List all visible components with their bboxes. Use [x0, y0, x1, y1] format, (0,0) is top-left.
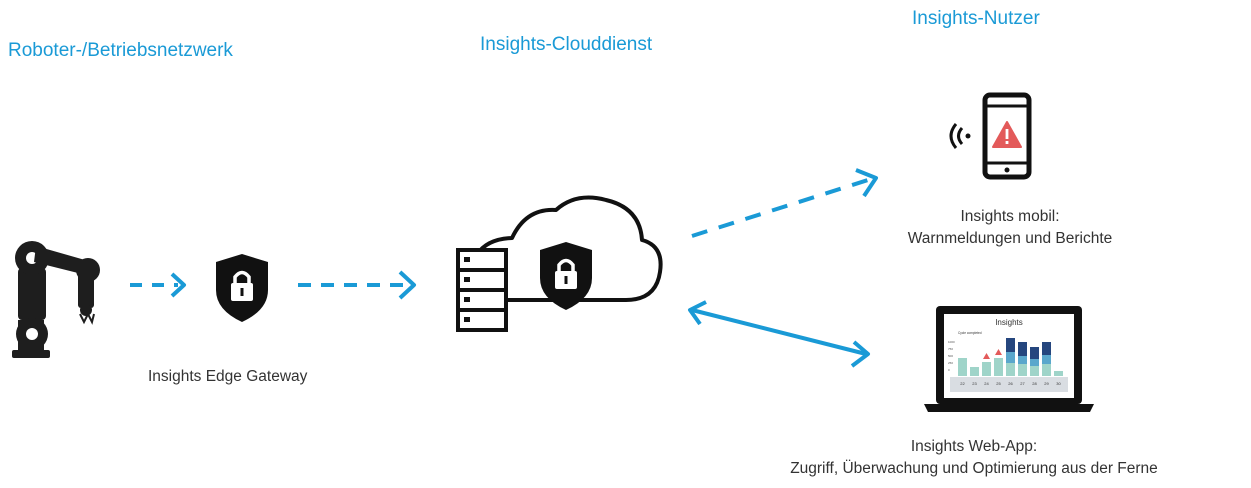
alert-marker [995, 349, 1002, 355]
bar [994, 358, 1003, 376]
caption-mobile-title: Insights mobil: [960, 208, 1060, 225]
column-title-cloud-service: Insights-Clouddienst [480, 34, 653, 55]
gateway-shield-icon [216, 254, 268, 322]
bar [982, 362, 991, 376]
bar [1054, 371, 1063, 376]
caption-webapp-desc: Zugriff, Überwachung und Optimierung aus… [790, 460, 1158, 477]
x-label: 28 [1032, 381, 1037, 386]
robot-arm-icon [12, 241, 100, 358]
bar [1042, 342, 1051, 355]
column-title-robot-network: Roboter-/Betriebsnetzwerk [8, 40, 233, 61]
screen-x-labels: 22 23 24 25 26 27 28 29 30 [960, 381, 1061, 386]
x-label: 23 [972, 381, 977, 386]
caption-mobile-desc: Warnmeldungen und Berichte [907, 230, 1113, 247]
caption-edge-gateway: Insights Edge Gateway [148, 368, 308, 385]
bar [958, 358, 967, 376]
bar [1042, 364, 1051, 376]
cloud-server-icon [456, 195, 663, 332]
caption-mobile: Insights mobil: Warnmeldungen und Berich… [860, 206, 1160, 250]
bar [1018, 342, 1027, 356]
caption-webapp-title: Insights Web-App: [910, 438, 1038, 455]
y-tick: 1000 [948, 340, 955, 344]
bar [1030, 347, 1039, 359]
arrow-cloud-to-mobile [691, 168, 878, 238]
screen-bars [958, 338, 1063, 376]
screen-title: Insights [995, 318, 1023, 327]
laptop-dashboard-icon: Insights Cycle completed 1000 750 500 25… [924, 306, 1094, 412]
phone-alert-icon [949, 92, 1032, 180]
y-tick: 250 [948, 361, 953, 365]
screen-y-ticks: 1000 750 500 250 0 [948, 340, 955, 372]
bar [970, 367, 979, 376]
bar [1006, 352, 1015, 363]
x-label: 30 [1056, 381, 1061, 386]
arrow-cloud-webapp-bidirectional [688, 300, 870, 368]
caption-webapp: Insights Web-App: Zugriff, Überwachung u… [704, 436, 1244, 480]
screen-subtitle: Cycle completed [958, 331, 982, 335]
bar [1006, 363, 1015, 376]
bar [1042, 355, 1051, 364]
x-label: 22 [960, 381, 965, 386]
bar [1018, 364, 1027, 376]
bar [1030, 359, 1039, 366]
alert-marker [983, 353, 990, 359]
y-tick: 0 [948, 368, 950, 372]
x-label: 29 [1044, 381, 1049, 386]
arrow-robot-to-gateway [130, 272, 186, 298]
bar [1018, 356, 1027, 364]
y-tick: 750 [948, 347, 953, 351]
arrow-gateway-to-cloud [298, 270, 416, 300]
bar [1030, 366, 1039, 376]
x-label: 25 [996, 381, 1001, 386]
bar [1006, 338, 1015, 352]
column-title-users: Insights-Nutzer [912, 8, 1040, 29]
screen-date-strip [950, 377, 1068, 392]
y-tick: 500 [948, 354, 953, 358]
x-label: 24 [984, 381, 989, 386]
x-label: 27 [1020, 381, 1025, 386]
x-label: 26 [1008, 381, 1013, 386]
